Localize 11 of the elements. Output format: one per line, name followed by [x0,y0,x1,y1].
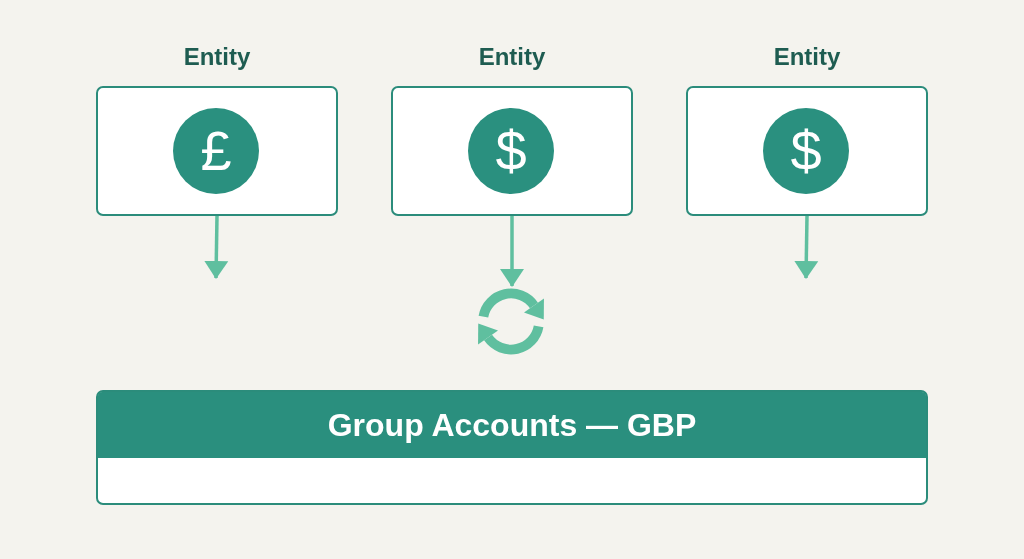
currency-symbol: £ [200,121,232,181]
panel-title: Group Accounts — GBP [327,406,697,444]
card-heading: Entity [478,43,546,71]
card-heading: Entity [773,43,841,71]
arrow [204,215,229,279]
card-heading: Entity [183,43,251,71]
currency-symbol: $ [495,121,527,181]
arrow [500,216,524,287]
currency-symbol: $ [790,121,822,181]
arrow [794,215,819,279]
summary-panel [96,390,928,505]
